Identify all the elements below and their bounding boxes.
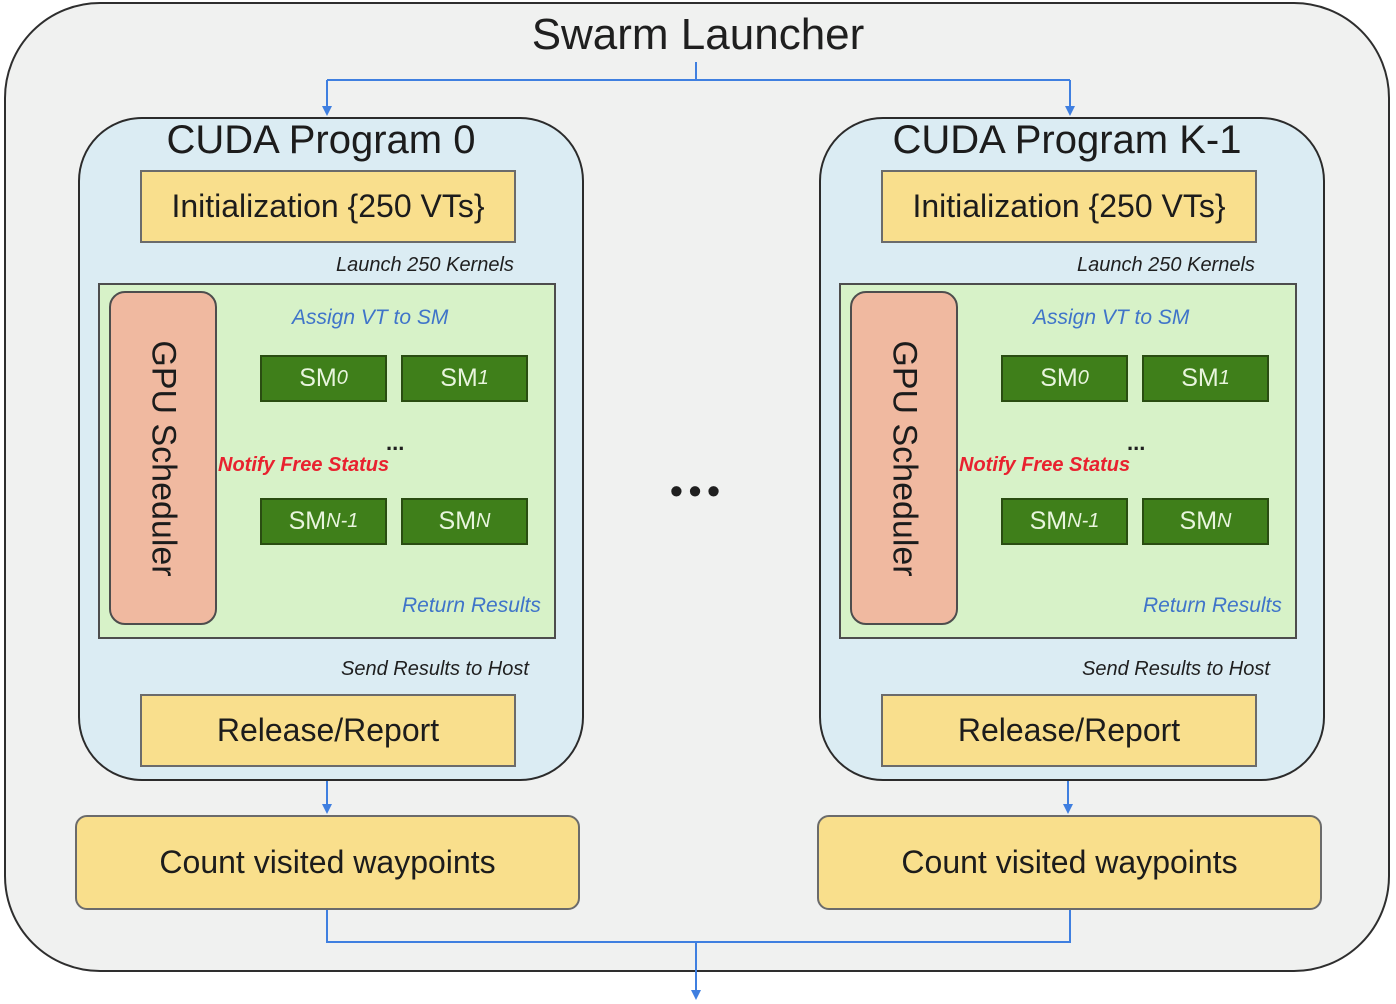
sm-ellipsis: ... xyxy=(386,430,405,455)
sm-index: N xyxy=(476,510,491,532)
assign-vt-label: Assign VT to SM xyxy=(1033,306,1190,329)
swarm-launcher-title: Swarm Launcher xyxy=(531,10,865,59)
assign-vt-label: Assign VT to SM xyxy=(292,306,449,329)
sm-index: N-1 xyxy=(326,510,359,532)
cuda-program-title: CUDA Program 0 xyxy=(166,118,476,162)
send-results-label: Send Results to Host xyxy=(1082,658,1270,680)
sm-label: SM xyxy=(1040,364,1078,392)
sm-label: SM xyxy=(1181,364,1219,392)
gpu-scheduler-label: GPU Scheduler xyxy=(885,339,924,577)
gpu-scheduler-box xyxy=(109,291,217,625)
sm-ellipsis: ... xyxy=(1127,430,1146,455)
sm-index: N-1 xyxy=(1067,510,1100,532)
sm-index: 0 xyxy=(336,367,348,389)
send-results-label: Send Results to Host xyxy=(341,658,529,680)
notify-free-status-label: Notify Free Status xyxy=(959,454,1131,476)
initialization-box: Initialization {250 VTs} xyxy=(140,170,516,243)
release-report-box: Release/Report xyxy=(140,694,516,767)
sm-label: SM xyxy=(1179,507,1218,535)
count-waypoints-box: Count visited waypoints xyxy=(75,815,580,910)
initialization-box: Initialization {250 VTs} xyxy=(881,170,1257,243)
sm-index: N xyxy=(1217,510,1232,532)
sm-label: SM xyxy=(1029,507,1068,535)
launch-kernels-label: Launch 250 Kernels xyxy=(336,254,514,276)
sm-label: SM xyxy=(299,364,337,392)
count-waypoints-box: Count visited waypoints xyxy=(817,815,1322,910)
return-results-label: Return Results xyxy=(402,594,541,617)
sm-index: 0 xyxy=(1077,367,1089,389)
return-results-label: Return Results xyxy=(1143,594,1282,617)
sm-label: SM xyxy=(438,507,477,535)
launch-kernels-label: Launch 250 Kernels xyxy=(1077,254,1255,276)
release-report-box: Release/Report xyxy=(881,694,1257,767)
gpu-scheduler-label: GPU Scheduler xyxy=(144,339,183,577)
notify-free-status-label: Notify Free Status xyxy=(218,454,390,476)
sm-index: 1 xyxy=(1218,367,1230,389)
gpu-scheduler-label-wrap: GPU Scheduler xyxy=(109,291,217,625)
sm-label: SM xyxy=(440,364,478,392)
sm-label: SM xyxy=(288,507,327,535)
more-programs-ellipsis: ••• xyxy=(670,470,726,511)
collect-bar xyxy=(326,910,1071,943)
gpu-scheduler-label-wrap: GPU Scheduler xyxy=(850,291,958,625)
gpu-scheduler-box xyxy=(850,291,958,625)
cuda-program-title: CUDA Program K-1 xyxy=(892,118,1242,162)
sm-index: 1 xyxy=(477,367,489,389)
